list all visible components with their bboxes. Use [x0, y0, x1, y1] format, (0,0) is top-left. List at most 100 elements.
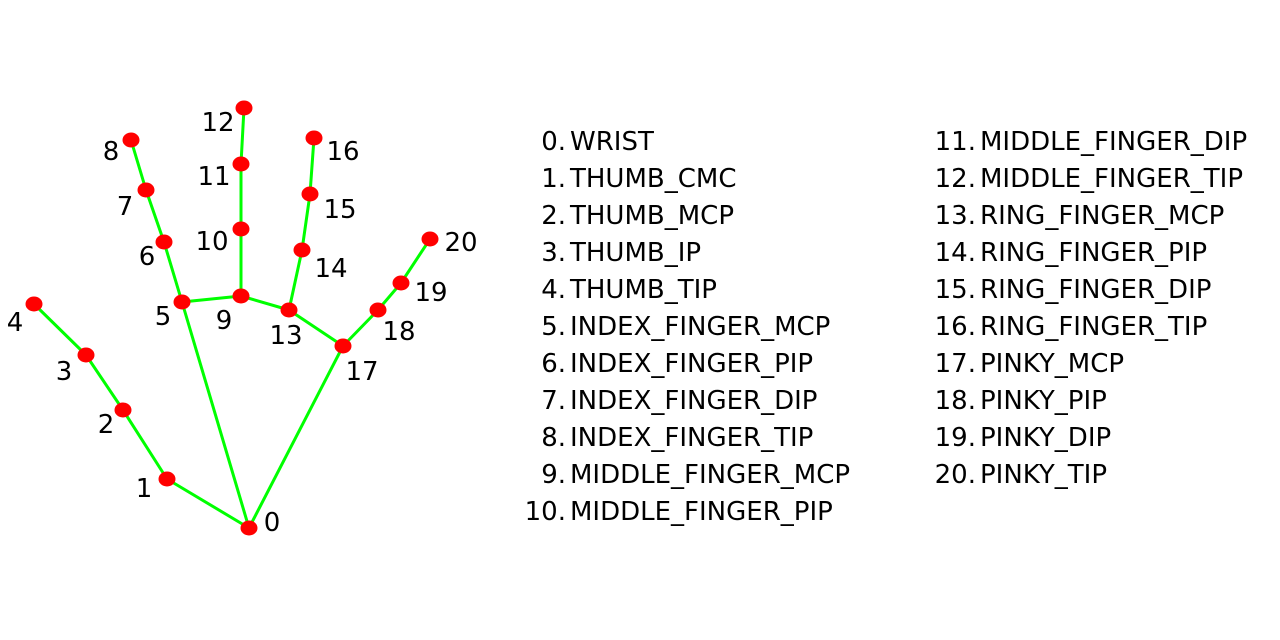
- joint-label-7: 7: [117, 192, 134, 222]
- legend-landmark-name: THUMB_CMC: [570, 164, 737, 194]
- connection-0-5: [180, 300, 251, 530]
- legend-landmark-name: PINKY_PIP: [980, 386, 1107, 416]
- legend-number: 3.: [541, 238, 566, 268]
- legend-item-12: 12.MIDDLE_FINGER_TIP: [926, 161, 1280, 198]
- connection-6-7: [144, 188, 166, 244]
- connection-0-1: [165, 477, 251, 530]
- legend-landmark-name: THUMB_TIP: [570, 275, 717, 305]
- joint-label-15: 15: [323, 195, 356, 225]
- legend-item-19: 19.PINKY_DIP: [926, 420, 1280, 457]
- joint-label-8: 8: [103, 137, 120, 167]
- legend-item-9: 9.MIDDLE_FINGER_MCP: [516, 457, 916, 494]
- joint-17: [334, 338, 352, 354]
- legend-item-6: 6.INDEX_FINGER_PIP: [516, 346, 916, 383]
- joint-label-2: 2: [98, 410, 115, 440]
- legend-landmark-name: MIDDLE_FINGER_TIP: [980, 164, 1243, 194]
- legend-item-4: 4.THUMB_TIP: [516, 272, 916, 309]
- joint-1: [158, 471, 176, 487]
- legend-number: 1.: [541, 164, 566, 194]
- joints-layer: [25, 100, 439, 536]
- legend-landmark-name: THUMB_IP: [570, 238, 702, 268]
- joint-label-11: 11: [197, 162, 230, 192]
- connection-19-20: [399, 237, 432, 285]
- legend-item-5: 5.INDEX_FINGER_MCP: [516, 309, 916, 346]
- legend-landmark-name: RING_FINGER_MCP: [980, 201, 1225, 231]
- legend-item-2: 2.THUMB_MCP: [516, 198, 916, 235]
- connection-0-17: [247, 344, 345, 530]
- joint-label-20: 20: [444, 228, 477, 258]
- legend-landmark-name: RING_FINGER_TIP: [980, 312, 1208, 342]
- joint-7: [137, 182, 155, 198]
- connection-17-18: [341, 308, 380, 348]
- joint-label-14: 14: [314, 254, 347, 284]
- legend-number: 9.: [541, 460, 566, 490]
- legend-landmark-name: WRIST: [570, 127, 654, 157]
- legend-landmark-name: THUMB_MCP: [570, 201, 734, 231]
- connection-11-12: [239, 106, 246, 166]
- joint-4: [25, 296, 43, 312]
- connection-2-3: [84, 353, 125, 412]
- connection-14-15: [300, 192, 312, 252]
- joint-16: [305, 130, 323, 146]
- legend-number: 4.: [541, 275, 566, 305]
- legend-number: 19.: [934, 423, 976, 453]
- legend-item-16: 16.RING_FINGER_TIP: [926, 309, 1280, 346]
- legend-number: 18.: [934, 386, 976, 416]
- connections-layer: [32, 106, 432, 530]
- legend-landmark-name: MIDDLE_FINGER_PIP: [570, 497, 833, 527]
- joint-5: [173, 294, 191, 310]
- legend-landmark-name: RING_FINGER_DIP: [980, 275, 1212, 305]
- joint-0: [240, 520, 258, 536]
- legend-item-18: 18.PINKY_PIP: [926, 383, 1280, 420]
- legend-landmark-name: INDEX_FINGER_PIP: [570, 349, 814, 379]
- legend-item-3: 3.THUMB_IP: [516, 235, 916, 272]
- connection-1-2: [121, 408, 169, 481]
- legend-landmark-name: PINKY_DIP: [980, 423, 1112, 453]
- legend-landmark-name: INDEX_FINGER_MCP: [570, 312, 831, 342]
- joint-14: [293, 242, 311, 258]
- connection-5-9: [180, 294, 243, 304]
- legend-number: 7.: [541, 386, 566, 416]
- legend-item-15: 15.RING_FINGER_DIP: [926, 272, 1280, 309]
- legend-number: 17.: [934, 349, 976, 379]
- joint-label-19: 19: [414, 278, 447, 308]
- connection-13-17: [287, 308, 345, 348]
- joint-18: [369, 302, 387, 318]
- joint-11: [232, 156, 250, 172]
- legend-item-10: 10.MIDDLE_FINGER_PIP: [516, 494, 916, 531]
- connection-5-6: [162, 240, 184, 304]
- legend-item-17: 17.PINKY_MCP: [926, 346, 1280, 383]
- legend-item-13: 13.RING_FINGER_MCP: [926, 198, 1280, 235]
- legend-landmark-name: PINKY_MCP: [980, 349, 1125, 379]
- joint-label-13: 13: [269, 321, 302, 351]
- joint-15: [301, 186, 319, 202]
- joint-label-5: 5: [155, 302, 172, 332]
- legend-item-20: 20.PINKY_TIP: [926, 457, 1280, 494]
- joint-label-17: 17: [345, 357, 378, 387]
- legend-number: 16.: [934, 312, 976, 342]
- legend-landmark-name: INDEX_FINGER_TIP: [570, 423, 814, 453]
- joint-3: [77, 347, 95, 363]
- legend-number: 12.: [934, 164, 976, 194]
- legend-number: 13.: [934, 201, 976, 231]
- joint-label-1: 1: [136, 474, 153, 504]
- legend-number: 20.: [934, 460, 976, 490]
- legend-number: 0.: [541, 127, 566, 157]
- legend-item-14: 14.RING_FINGER_PIP: [926, 235, 1280, 272]
- legend-number: 6.: [541, 349, 566, 379]
- connection-13-14: [287, 248, 304, 312]
- joint-label-4: 4: [7, 308, 24, 338]
- legend-item-7: 7.INDEX_FINGER_DIP: [516, 383, 916, 420]
- joint-10: [232, 221, 250, 237]
- joint-19: [392, 275, 410, 291]
- joint-label-16: 16: [326, 137, 359, 167]
- joint-6: [155, 234, 173, 250]
- joint-label-12: 12: [201, 108, 234, 138]
- joint-13: [280, 302, 298, 318]
- joint-label-18: 18: [382, 317, 415, 347]
- joint-8: [122, 132, 140, 148]
- connection-15-16: [308, 136, 316, 196]
